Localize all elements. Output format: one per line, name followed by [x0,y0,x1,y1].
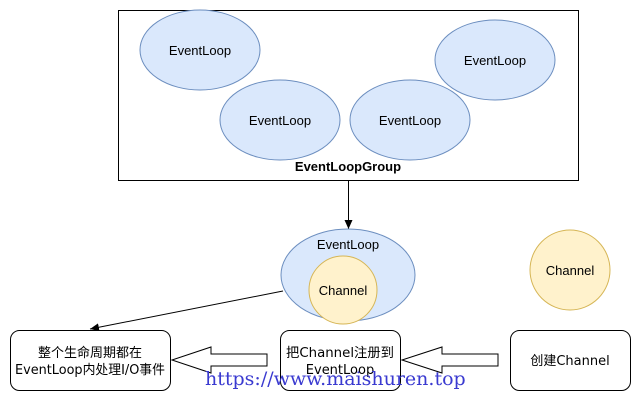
create-to-register-block-arrow [400,346,499,374]
register-to-lifecycle-block-arrow [170,346,268,374]
group-event-loop-ellipse-2 [434,19,556,101]
watermark-url: https://www.maishuren.top [205,368,466,390]
lifecycle-line-1: 整个生命周期都在 [38,345,142,361]
group-event-loop-label-1: EventLoop [169,43,231,58]
lifecycle-line-2: EventLoop内处理I/O事件 [15,362,165,378]
group-event-loop-ellipse-4 [349,79,471,161]
register-line-2: EventLoop [306,363,374,378]
register-line-1: 把Channel注册到 [286,346,394,361]
standalone-channel-label: Channel [546,263,595,278]
inner-channel-circle [308,255,378,325]
event-loop-label: EventLoop [317,237,379,252]
register-box [280,330,401,391]
event-loop-group-label: EventLoopGroup [295,159,401,174]
inner-channel-label: Channel [319,283,368,298]
lifecycle-box [10,330,171,391]
group-event-loop-label-4: EventLoop [379,113,441,128]
create-channel-label: 创建Channel [530,354,609,369]
loop-to-lifecycle-arrow [89,290,284,332]
group-event-loop-label-3: EventLoop [249,113,311,128]
group-event-loop-ellipse-1 [139,9,261,91]
create-channel-box [510,330,631,391]
group-event-loop-ellipse-3 [219,79,341,161]
standalone-channel-circle [529,229,611,311]
group-event-loop-label-2: EventLoop [464,53,526,68]
